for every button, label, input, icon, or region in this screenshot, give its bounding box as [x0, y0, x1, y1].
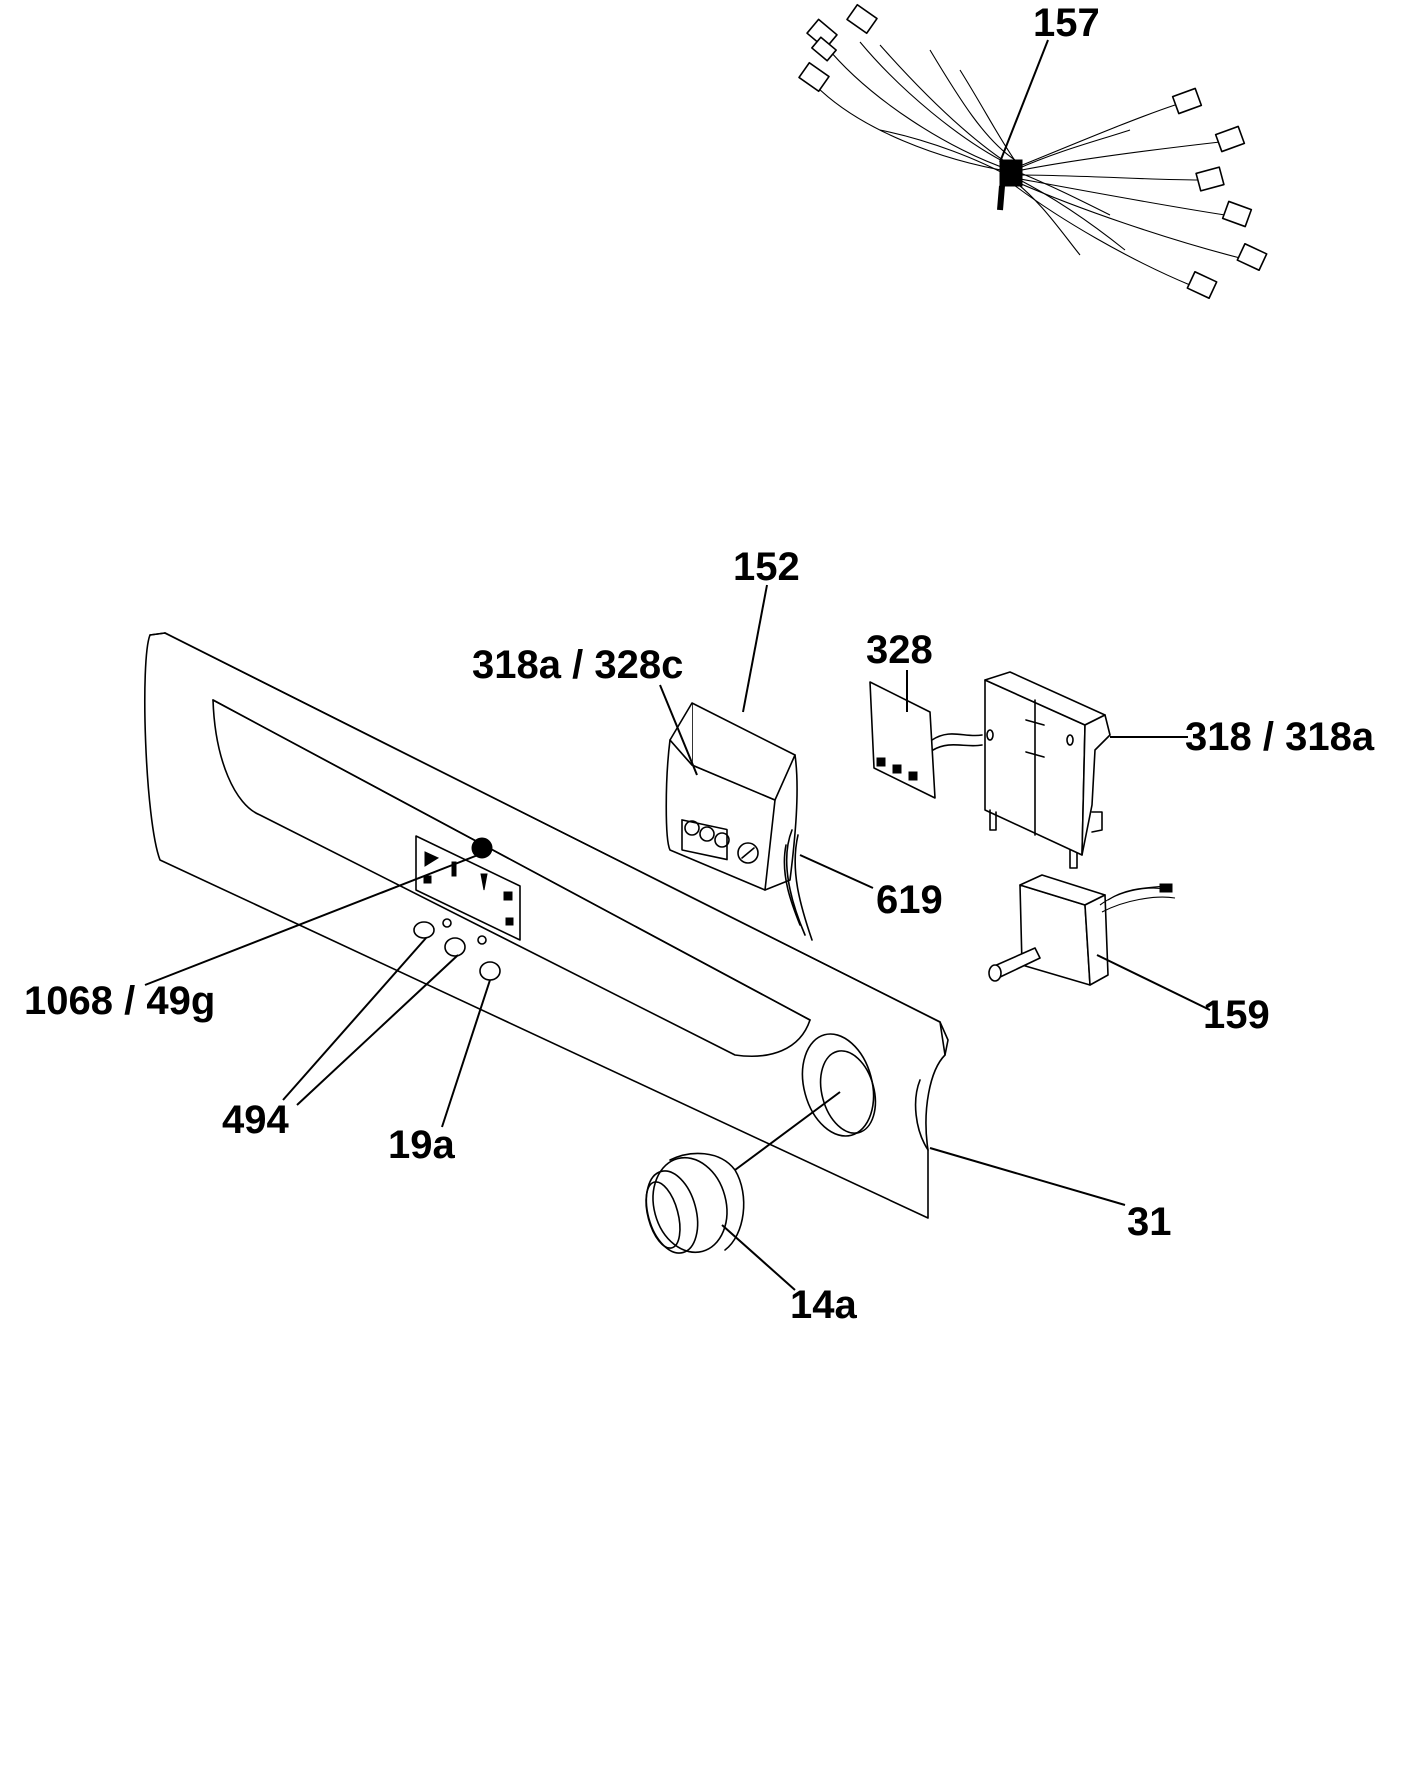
- label-318a-328c: 318a / 328c: [472, 643, 683, 687]
- display-housing-152: [665, 702, 813, 941]
- label-494: 494: [222, 1098, 289, 1142]
- leader-159: [1096, 954, 1211, 1011]
- leader-494-b: [296, 954, 459, 1106]
- leader-318a-328c: [659, 684, 698, 776]
- label-14a: 14a: [790, 1283, 857, 1327]
- label-157: 157: [1033, 1, 1100, 45]
- board-bracket-318-318a: [984, 671, 1111, 869]
- label-619: 619: [876, 878, 943, 922]
- label-31: 31: [1127, 1200, 1172, 1244]
- switch-159: [988, 874, 1176, 986]
- leader-1068-49g: [144, 854, 479, 986]
- leader-31: [929, 1147, 1126, 1206]
- leader-152: [742, 584, 768, 713]
- indicator-panel-1068-49g: [415, 835, 521, 941]
- leader-19a: [441, 979, 491, 1128]
- label-159: 159: [1203, 993, 1270, 1037]
- leader-14a-recess: [734, 1091, 841, 1171]
- wiring-harness-157: [798, 3, 1268, 300]
- leader-lines: [144, 39, 1211, 1291]
- pcb-328: [869, 681, 983, 799]
- label-152: 152: [733, 545, 800, 589]
- label-318-318a: 318 / 318a: [1185, 715, 1375, 759]
- label-328: 328: [866, 628, 933, 672]
- leader-494-a: [282, 937, 427, 1101]
- label-19a: 19a: [388, 1123, 455, 1167]
- leader-14a: [721, 1224, 796, 1291]
- leader-619: [799, 854, 874, 889]
- label-1068-49g: 1068 / 49g: [24, 979, 215, 1023]
- leader-157: [999, 39, 1049, 163]
- knob-14a: [645, 1152, 745, 1254]
- control-panel-fascia-31: [144, 632, 949, 1219]
- callout-labels: 157 152 318a / 328c 328 318 / 318a 619 1…: [24, 1, 1375, 1327]
